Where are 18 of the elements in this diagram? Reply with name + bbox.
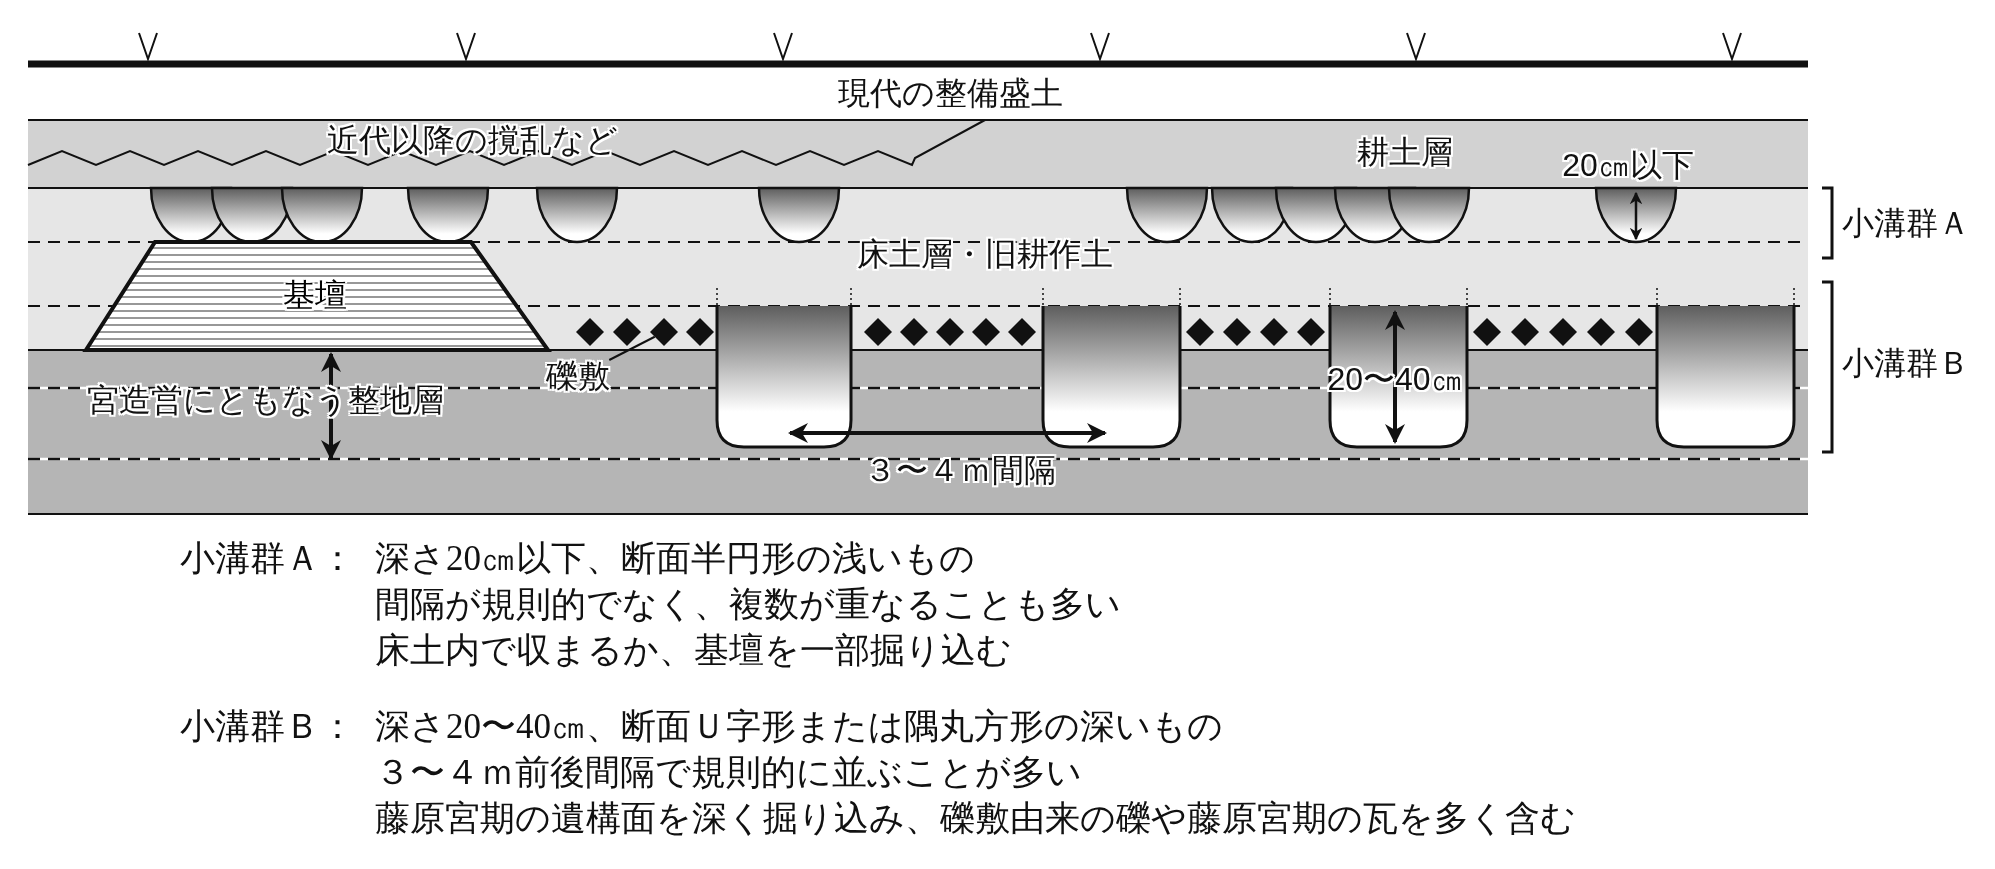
- note-heading: 小溝群Ａ：: [180, 540, 355, 576]
- note-text: 藤原宮期の遺構面を深く掘り込み、礫敷由来の礫や藤原宮期の瓦を多く含む: [375, 800, 1576, 836]
- leader-line: [608, 335, 656, 361]
- layer-label: 耕土層: [1357, 136, 1453, 168]
- bracket-label: 小溝群Ａ: [1842, 207, 1970, 239]
- gravel-label: 礫敷: [546, 360, 610, 392]
- note-text: 深さ20〜40㎝、断面Ｕ字形または隅丸方形の深いもの: [375, 708, 1223, 744]
- bracket-label: 小溝群Ｂ: [1842, 347, 1970, 379]
- dimension-label: ３〜４ｍ間隔: [864, 454, 1056, 486]
- note-text: 床土内で収まるか、基壇を一部掘り込む: [375, 632, 1012, 668]
- gravel-stone: [650, 318, 678, 346]
- note-text: 深さ20㎝以下、断面半円形の浅いもの: [375, 540, 975, 576]
- note-heading: 小溝群Ｂ：: [180, 708, 355, 744]
- dimension-label: 20㎝以下: [1562, 149, 1694, 181]
- layer-label: 近代以降の撹乱など: [326, 124, 618, 156]
- note-text: ３〜４ｍ前後間隔で規則的に並ぶことが多い: [375, 754, 1082, 790]
- layer-label: 現代の整備盛土: [837, 77, 1063, 109]
- note-text: 間隔が規則的でなく、複数が重なることも多い: [375, 586, 1121, 622]
